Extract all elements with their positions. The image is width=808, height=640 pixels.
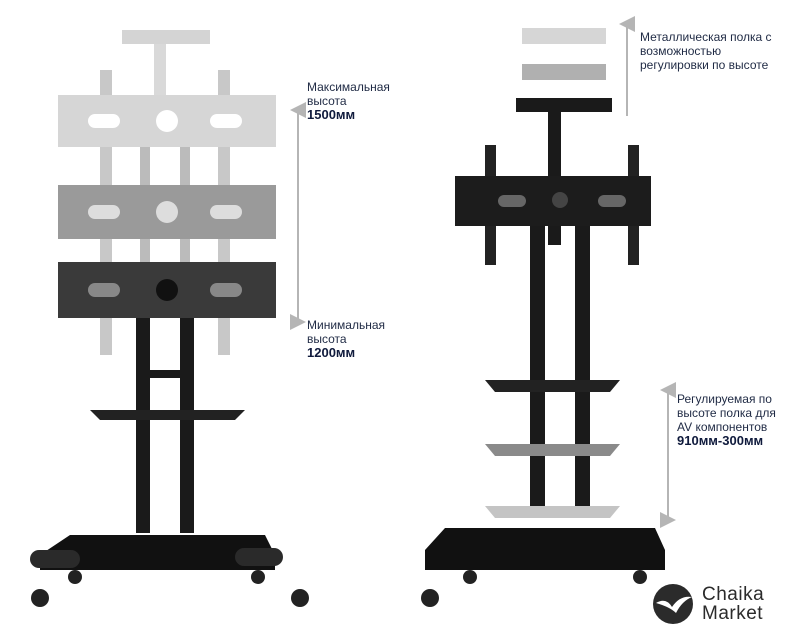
mount-plate-high	[58, 95, 276, 147]
logo-line1: Chaika	[702, 584, 765, 605]
min-height-label: Минимальная высота 1200мм	[307, 318, 407, 360]
logo-line2: Market	[702, 603, 764, 624]
mount-plate	[455, 176, 651, 226]
mount-plate-mid	[58, 185, 276, 239]
seagull-logo-icon	[653, 584, 693, 624]
left-stand	[30, 30, 309, 607]
brand-logo: Chaika Market	[652, 583, 764, 625]
av-shelf-text: Регулируемая по высоте полка для AV комп…	[677, 392, 776, 434]
min-height-text: Минимальная высота	[307, 318, 386, 346]
max-height-label: Максимальная высота 1500мм	[307, 80, 407, 122]
mount-plate-low	[58, 262, 276, 318]
min-height-value: 1200мм	[307, 345, 356, 360]
max-height-text: Максимальная высота	[307, 80, 390, 108]
max-height-value: 1500мм	[307, 107, 356, 122]
right-stand	[421, 15, 676, 607]
top-shelf-label: Металлическая полка с возможностью регул…	[640, 30, 772, 72]
av-shelf-label: Регулируемая по высоте полка для AV комп…	[677, 392, 792, 448]
av-shelf-range: 910мм-300мм	[677, 433, 764, 448]
